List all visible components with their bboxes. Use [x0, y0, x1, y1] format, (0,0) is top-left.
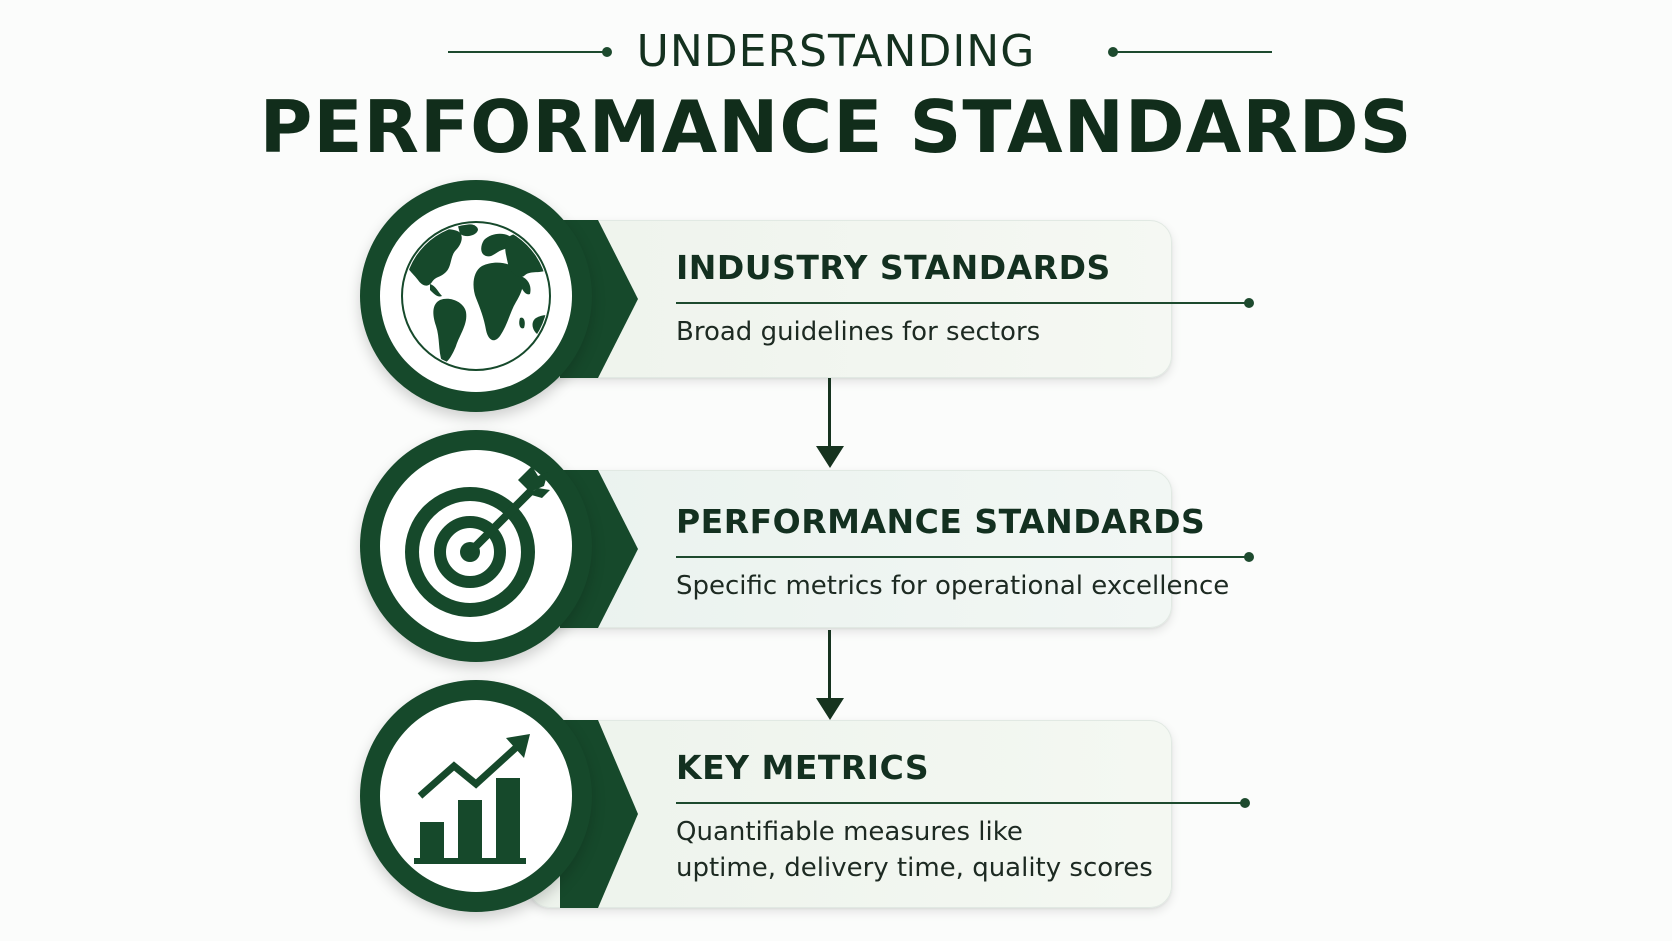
step-key-metrics: [360, 678, 1320, 914]
icon-badge-inner: [380, 450, 572, 642]
kicker-rule-left: [448, 51, 608, 53]
arrow-shaft: [828, 378, 831, 450]
step-desc-industry: Broad guidelines for sectors: [676, 317, 1041, 347]
arrow-shaft: [828, 630, 831, 702]
step-rule-dot-industry: [1244, 298, 1254, 308]
icon-badge-inner: [380, 200, 572, 392]
kicker-rule-dot-left: [602, 47, 612, 57]
globe-icon: [401, 221, 551, 371]
header: UNDERSTANDING PERFORMANCE STANDARDS: [0, 0, 1672, 170]
page-title: PERFORMANCE STANDARDS: [259, 85, 1413, 169]
step-performance-standards: [360, 430, 1320, 662]
arrow-head: [816, 446, 844, 468]
step-title-performance: PERFORMANCE STANDARDS: [676, 502, 1206, 541]
icon-badge: [360, 430, 592, 662]
kicker-rule-dot-right: [1108, 47, 1118, 57]
step-desc-key-metrics-line-2: uptime, delivery time, quality scores: [676, 853, 1153, 883]
step-desc-performance: Specific metrics for operational excelle…: [676, 571, 1230, 601]
step-rule-dot-performance: [1244, 552, 1254, 562]
step-industry-standards: [360, 180, 1320, 412]
step-rule-key-metrics: [676, 802, 1244, 804]
bar-chart-growth-icon: [414, 734, 530, 864]
icon-badge-inner: [380, 700, 572, 892]
arrow-down-1: [816, 378, 844, 470]
step-desc-key-metrics-line-1: Quantifiable measures like: [676, 817, 1023, 847]
arrow-down-2: [816, 630, 844, 722]
kicker-rule-right: [1116, 51, 1272, 53]
icon-badge: [360, 180, 592, 412]
arrow-head: [816, 698, 844, 720]
step-rule-industry: [676, 302, 1248, 304]
step-rule-performance: [676, 556, 1248, 558]
step-title-key-metrics: KEY METRICS: [676, 748, 930, 787]
kicker-row: UNDERSTANDING: [0, 28, 1672, 76]
icon-badge: [360, 680, 592, 912]
step-title-industry: INDUSTRY STANDARDS: [676, 248, 1111, 287]
target-icon: [405, 466, 550, 617]
step-rule-dot-key-metrics: [1240, 798, 1250, 808]
kicker-text: UNDERSTANDING: [636, 26, 1036, 77]
